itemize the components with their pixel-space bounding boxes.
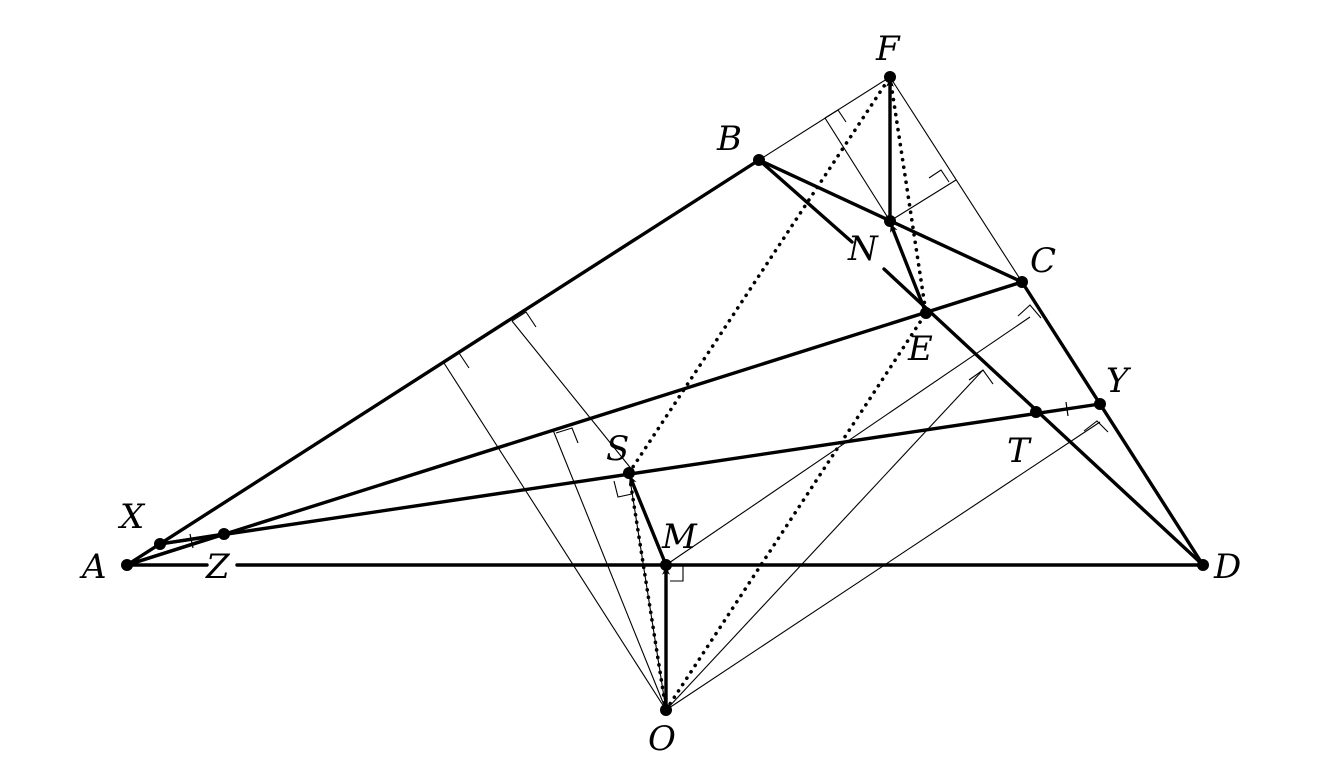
line-O-perp-AB-1 <box>443 362 667 711</box>
point-D <box>1197 559 1209 571</box>
right-angle-mark <box>1017 304 1042 319</box>
right-angle-mark <box>511 311 537 328</box>
segment-B-N <box>757 158 854 244</box>
line-N-perp-CF <box>889 179 957 222</box>
line-B-F <box>758 76 891 161</box>
line-O-perp-AC <box>552 429 667 711</box>
vector-M-S <box>629 476 668 567</box>
right-angle-mark <box>555 427 579 444</box>
point-E <box>920 307 932 319</box>
point-Z <box>218 528 230 540</box>
point-T <box>1030 406 1042 418</box>
tick-marks <box>189 401 1069 549</box>
dotted-lines <box>627 75 928 712</box>
label-A: A <box>79 547 107 587</box>
line-O-perp-BD <box>665 369 984 711</box>
label-Z: Z <box>205 547 231 587</box>
segment-N-D <box>882 267 1205 567</box>
label-X: X <box>117 497 146 537</box>
segment-A-C <box>125 280 1024 567</box>
equal-tick-T-Y <box>1065 401 1069 417</box>
point-M <box>660 559 672 571</box>
segment-A-Z <box>125 532 226 567</box>
point-B <box>753 154 765 166</box>
construction-lines <box>443 76 1101 711</box>
label-F: F <box>875 29 901 69</box>
right-angle-mark <box>968 369 994 385</box>
dotted-F-E <box>888 75 928 315</box>
label-M: M <box>661 517 698 557</box>
vector-E-N <box>890 224 928 315</box>
point-Y <box>1094 398 1106 410</box>
label-D: D <box>1213 547 1241 587</box>
label-C: C <box>1030 241 1056 281</box>
label-B: B <box>716 119 742 159</box>
label-E: E <box>907 329 933 369</box>
right-angle-mark <box>670 564 684 582</box>
segment-C-D <box>1020 280 1205 567</box>
label-T: T <box>1007 431 1032 471</box>
point-A <box>121 559 133 571</box>
label-Y: Y <box>1106 361 1132 401</box>
equal-tick-X-Z <box>189 533 194 549</box>
right-angle-mark <box>928 169 950 183</box>
point-N <box>884 215 896 227</box>
dotted-O-E <box>664 311 928 712</box>
point-X <box>154 538 166 550</box>
line-O-perp-AB-2 <box>511 320 634 472</box>
line-F-C <box>889 76 1023 283</box>
vectors <box>629 78 928 712</box>
point-O <box>660 704 672 716</box>
label-S: S <box>606 429 629 469</box>
dotted-S-F <box>627 75 892 475</box>
main-segments <box>125 158 1205 567</box>
point-S <box>623 467 635 479</box>
point-F <box>884 71 896 83</box>
right-angle-marks <box>443 109 1109 582</box>
label-N: N <box>847 229 879 269</box>
line-N-perp-BF <box>824 117 891 222</box>
point-labels: A B C D E F M N O S T X Y Z <box>79 29 1241 759</box>
dotted-O-S <box>627 471 668 712</box>
right-angle-mark <box>824 109 847 123</box>
segment-A-B <box>125 158 761 567</box>
right-angle-mark <box>613 480 633 498</box>
points <box>121 71 1209 716</box>
label-O: O <box>648 719 676 759</box>
right-angle-mark <box>1083 420 1109 433</box>
point-C <box>1016 276 1028 288</box>
